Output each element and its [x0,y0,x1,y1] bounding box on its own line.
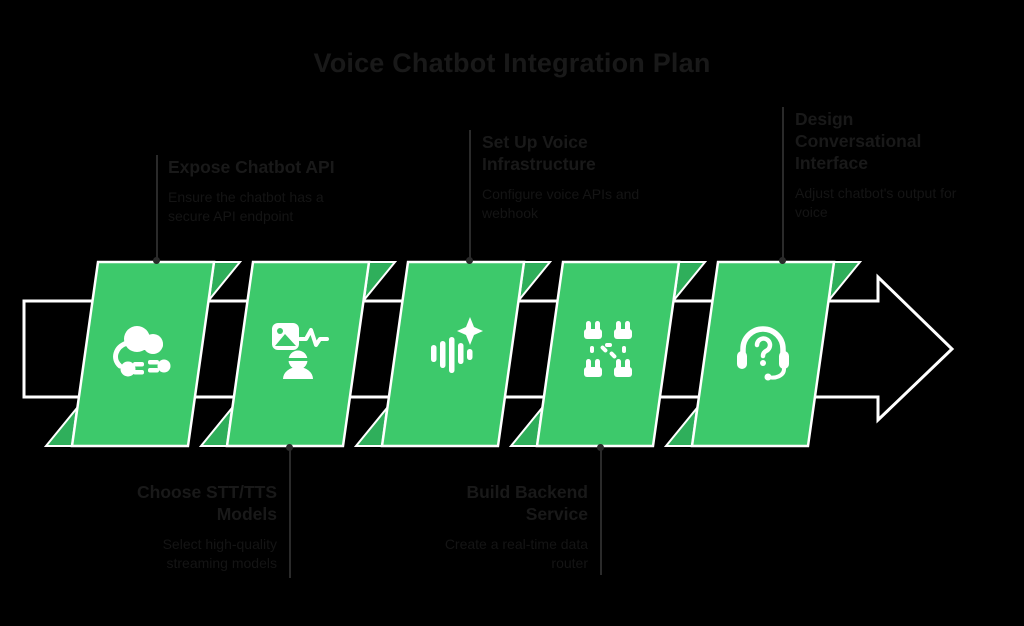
step-label-set-up-voice-infrastructure: Set Up Voice Infrastructure Configure vo… [482,132,682,223]
connector-dot-step-4 [597,444,604,451]
step-description: Select high-quality streaming models [162,535,277,572]
connector-dot-step-2 [286,444,293,451]
connector-dot-step-5 [779,257,786,264]
step-description: Adjust chatbot's output for voice [795,184,957,220]
ribbon-segment-1 [43,259,244,449]
connector-line-step-2 [289,448,291,578]
step-description: Create a real-time data router [444,535,588,572]
network-connectors-icon [584,321,632,377]
cloud-plug-icon [113,326,171,377]
ribbon-segment-5 [663,259,864,449]
ribbon-segment-3 [353,259,554,449]
step-label-choose-stt-tts-models: Choose STT/TTS Models Select high-qualit… [97,482,277,573]
connector-line-step-3 [469,130,471,261]
ribbon-shape [508,260,708,448]
step-label-build-backend-service: Build Backend Service Create a real-time… [408,482,588,573]
step-heading: Build Backend Service [466,482,588,524]
connector-dot-step-3 [466,257,473,264]
step-label-expose-chatbot-api: Expose Chatbot API Ensure the chatbot ha… [168,157,378,227]
connector-line-step-1 [156,155,158,261]
page-title: Voice Chatbot Integration Plan [313,48,711,78]
step-heading: Expose Chatbot API [168,157,335,177]
connector-dot-step-1 [153,257,160,264]
step-description: Ensure the chatbot has a secure API endp… [168,188,324,225]
step-label-design-conversational-interface: Design Conversational Interface Adjust c… [795,109,1005,222]
headset-question-icon [737,326,789,381]
step-heading: Set Up Voice Infrastructure [482,132,596,174]
media-model-icon [272,323,329,379]
ribbon-segment-2 [198,259,399,449]
step-heading: Design Conversational Interface [795,109,922,173]
voice-wave-sparkle-icon [431,317,483,373]
ribbon-segment-4 [508,259,709,449]
connector-line-step-4 [600,448,602,575]
ribbon-shape [43,260,243,448]
step-heading: Choose STT/TTS Models [137,482,277,524]
connector-line-step-5 [782,107,784,261]
step-description: Configure voice APIs and webhook [482,185,640,222]
